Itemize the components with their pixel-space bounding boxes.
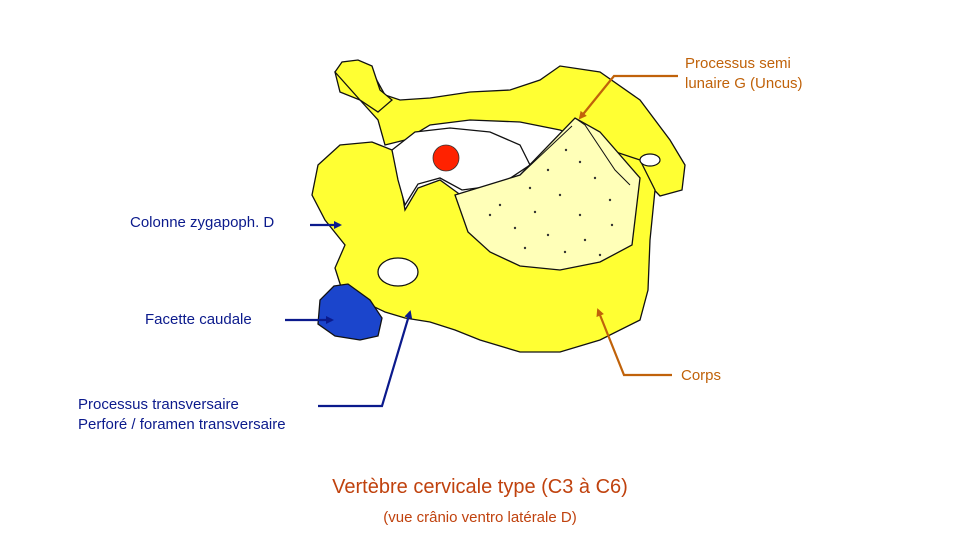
label-transversaire-line1: Processus transversaire	[78, 396, 239, 413]
label-processus-semi-line1: Processus semi	[685, 55, 791, 72]
label-corps: Corps	[681, 367, 722, 384]
label-transversaire-line2: Perforé / foramen transversaire	[78, 416, 286, 433]
transverse-foramen-left	[639, 153, 661, 167]
diagram-title: Vertèbre cervicale type (C3 à C6)	[332, 476, 628, 498]
uncus-rim	[519, 117, 631, 186]
transverse-foramen	[377, 257, 419, 287]
label-facette-caudale: Facette caudale	[145, 311, 252, 328]
spinous-process	[334, 59, 394, 113]
caudal-facet	[317, 283, 383, 341]
leader-uncus	[578, 74, 678, 120]
label-processus-transversaire: Processus transversaire Perforé / forame…	[78, 395, 286, 435]
vertebral-arch	[334, 65, 686, 197]
label-colonne-zygapoph: Colonne zygapoph. D	[130, 214, 275, 231]
leader-transversaire	[318, 310, 413, 408]
label-processus-semi-line2: lunaire G (Uncus)	[685, 75, 803, 92]
foramen-marker	[432, 144, 460, 172]
diagram-subtitle: (vue crânio ventro latérale D)	[383, 509, 577, 526]
leader-corps	[596, 308, 672, 377]
label-processus-semi-lunaire: Processus semi lunaire G (Uncus)	[685, 54, 803, 94]
body-superior-surface	[454, 117, 641, 271]
endplate-dots	[488, 148, 614, 257]
